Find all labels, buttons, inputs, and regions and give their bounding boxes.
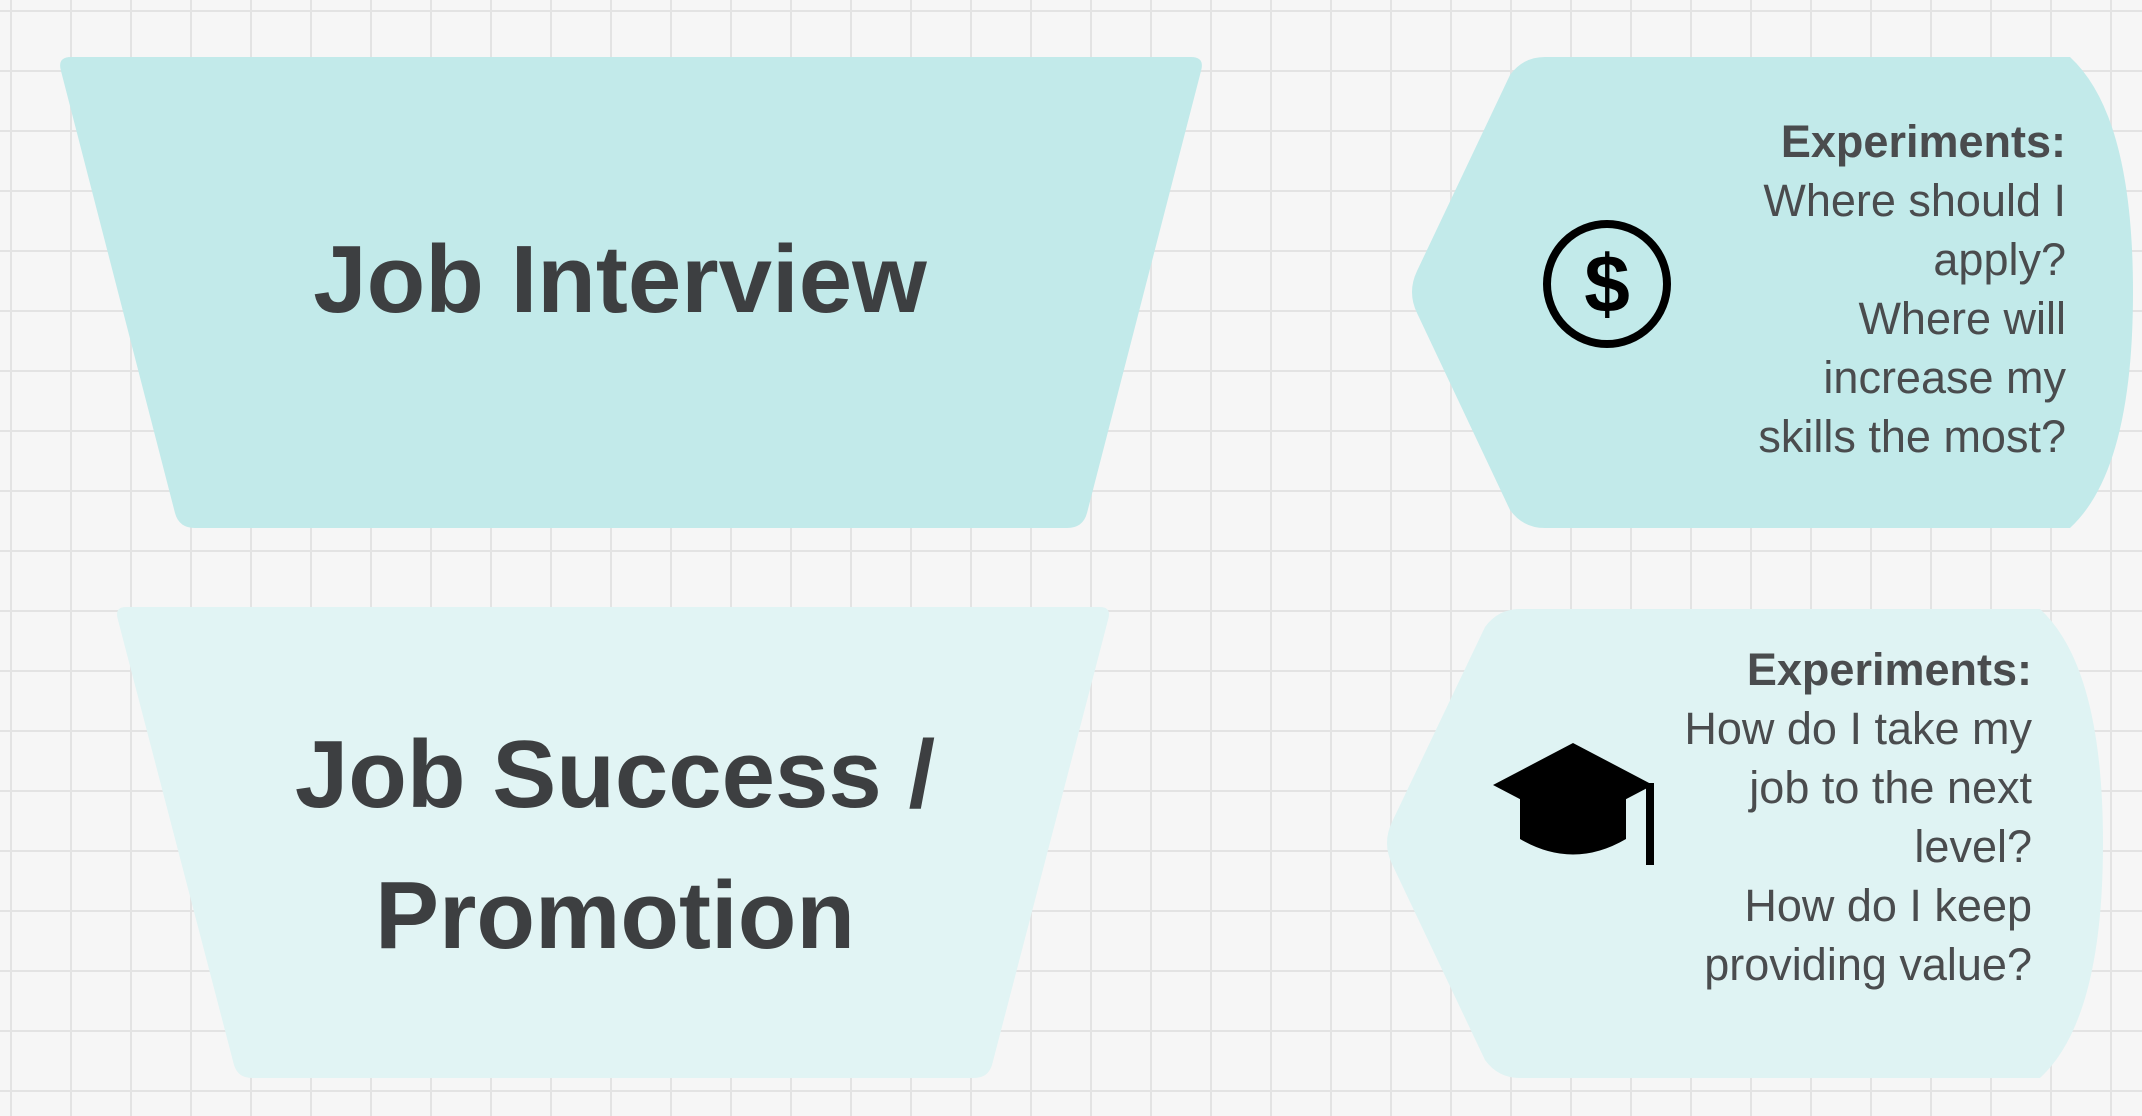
callout-2-heading: Experiments:: [1746, 644, 2032, 695]
callout-1-line: apply?: [1933, 234, 2066, 285]
stage-job-success-shape: [112, 605, 1114, 1080]
stage-job-interview-title: Job Interview: [313, 226, 927, 334]
callout-experiments-1-text: Experiments: Where should I apply? Where…: [1660, 112, 2066, 466]
callout-2-line: level?: [1914, 821, 2032, 872]
callout-experiments-2-shape: [1380, 607, 2105, 1080]
callout-1-line: Where will: [1858, 293, 2066, 344]
callout-2-line: job to the next: [1749, 762, 2032, 813]
stage-job-interview-shape: [55, 55, 1207, 530]
graduation-cap-icon: [1488, 735, 1658, 875]
callout-1-heading: Experiments:: [1780, 116, 2066, 167]
dollar-circle-icon: $: [1540, 217, 1674, 351]
stage-job-success-title-line1: Job Success /: [294, 720, 936, 828]
callout-1-line: increase my: [1823, 352, 2066, 403]
callout-1-line: Where should I: [1763, 175, 2066, 226]
callout-2-line: How do I take my: [1684, 703, 2032, 754]
svg-text:$: $: [1584, 239, 1630, 330]
stage-job-success-title: Job Success / Promotion: [200, 700, 1030, 990]
stage-job-success-title-line2: Promotion: [375, 862, 855, 969]
callout-2-line: How do I keep: [1744, 880, 2032, 931]
callout-1-line: skills the most?: [1758, 411, 2066, 462]
callout-experiments-2-text: Experiments: How do I take my job to the…: [1620, 640, 2032, 994]
callout-experiments-1-shape: [1405, 55, 2135, 530]
callout-2-line: providing value?: [1704, 939, 2032, 990]
